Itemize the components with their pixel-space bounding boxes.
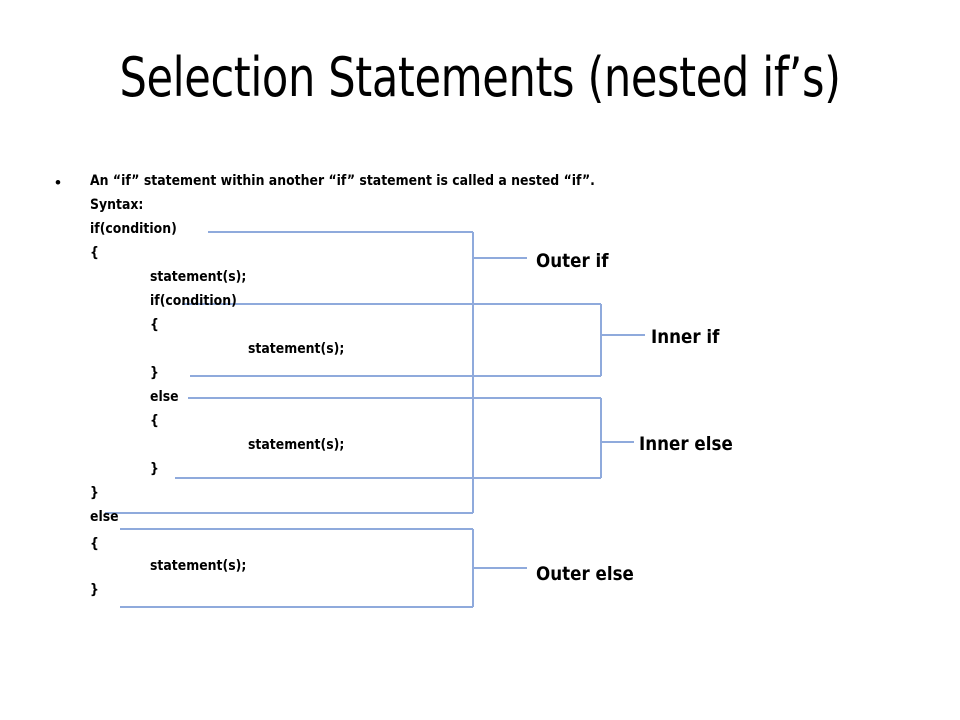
- code-line: if(condition): [150, 293, 237, 309]
- code-line: }: [150, 461, 159, 477]
- code-line: }: [90, 582, 99, 598]
- annotation-label-inner-if: Inner if: [651, 326, 720, 348]
- code-line: statement(s);: [248, 341, 345, 357]
- code-line: }: [90, 485, 99, 501]
- code-line: statement(s);: [248, 437, 345, 453]
- code-line: else: [90, 509, 119, 525]
- annotation-label-outer-if: Outer if: [536, 250, 609, 272]
- code-line: if(condition): [90, 221, 177, 237]
- intro-text: An “if” statement within another “if” st…: [90, 173, 595, 189]
- syntax-label: Syntax:: [90, 197, 144, 213]
- code-line: {: [90, 536, 99, 552]
- code-line: {: [150, 413, 159, 429]
- code-line: {: [90, 245, 99, 261]
- code-line: else: [150, 389, 179, 405]
- code-line: statement(s);: [150, 558, 247, 574]
- annotation-label-inner-else: Inner else: [639, 433, 733, 455]
- page-title: Selection Statements (nested if’s): [119, 46, 841, 109]
- annotation-label-outer-else: Outer else: [536, 563, 634, 585]
- code-line: }: [150, 365, 159, 381]
- bullet-icon: •: [55, 173, 61, 192]
- code-line: {: [150, 317, 159, 333]
- code-line: statement(s);: [150, 269, 247, 285]
